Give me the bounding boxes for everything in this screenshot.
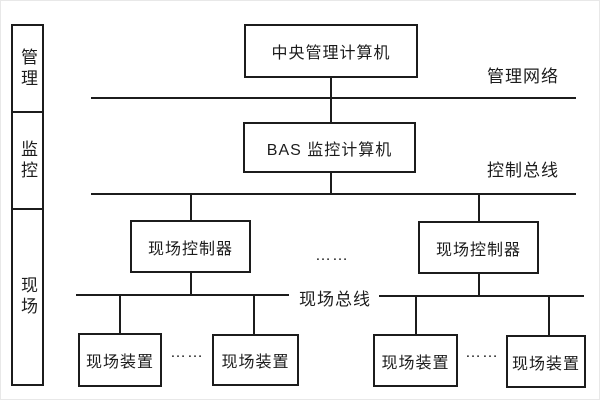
node-bas-monitoring-computer: BAS 监控计算机: [243, 122, 416, 173]
connector-field-bus-to-device-1: [119, 296, 121, 333]
tier-sidebar: 管理 监控 现场: [11, 24, 44, 386]
control-bus-label: 控制总线: [487, 161, 559, 180]
tier-management: 管理: [11, 24, 44, 113]
connector-field-bus-to-device-3: [415, 297, 417, 334]
node-central-management-computer: 中央管理计算机: [244, 24, 418, 78]
node-field-device-2: 现场装置: [212, 334, 299, 386]
ellipsis-between-devices-right: ……: [465, 344, 499, 361]
tier-monitoring: 监控: [11, 111, 44, 210]
connector-control-bus-to-controller-right: [478, 195, 480, 221]
tier-monitoring-label: 监控: [18, 139, 37, 182]
node-field-device-4: 现场装置: [506, 335, 586, 388]
node-field-device-3: 现场装置: [373, 334, 458, 387]
connector-field-bus-to-device-4: [548, 297, 550, 335]
connector-bas-to-control-bus: [330, 173, 332, 193]
field-bus-label: 现场总线: [299, 290, 371, 309]
connector-controller-left-to-field-bus: [190, 273, 192, 294]
connector-central-to-management-bus: [330, 78, 332, 97]
field-bus-line-left: [76, 294, 289, 296]
connector-field-bus-to-device-2: [253, 296, 255, 334]
ellipsis-between-devices-left: ……: [170, 344, 204, 361]
management-network-bus-line: [91, 97, 576, 99]
management-network-label: 管理网络: [487, 67, 559, 86]
node-field-controller-right: 现场控制器: [418, 221, 539, 274]
field-bus-line-right: [379, 295, 584, 297]
tier-field-label: 现场: [18, 276, 37, 318]
node-field-device-1: 现场装置: [78, 333, 162, 387]
tier-management-label: 管理: [18, 47, 37, 90]
tier-field: 现场: [11, 208, 44, 386]
control-bus-line: [91, 193, 576, 195]
connector-control-bus-to-controller-left: [190, 195, 192, 220]
node-field-controller-left: 现场控制器: [130, 220, 251, 273]
connector-controller-right-to-field-bus: [478, 274, 480, 295]
connector-management-bus-to-bas: [330, 99, 332, 122]
ellipsis-between-controllers: ……: [315, 247, 349, 264]
